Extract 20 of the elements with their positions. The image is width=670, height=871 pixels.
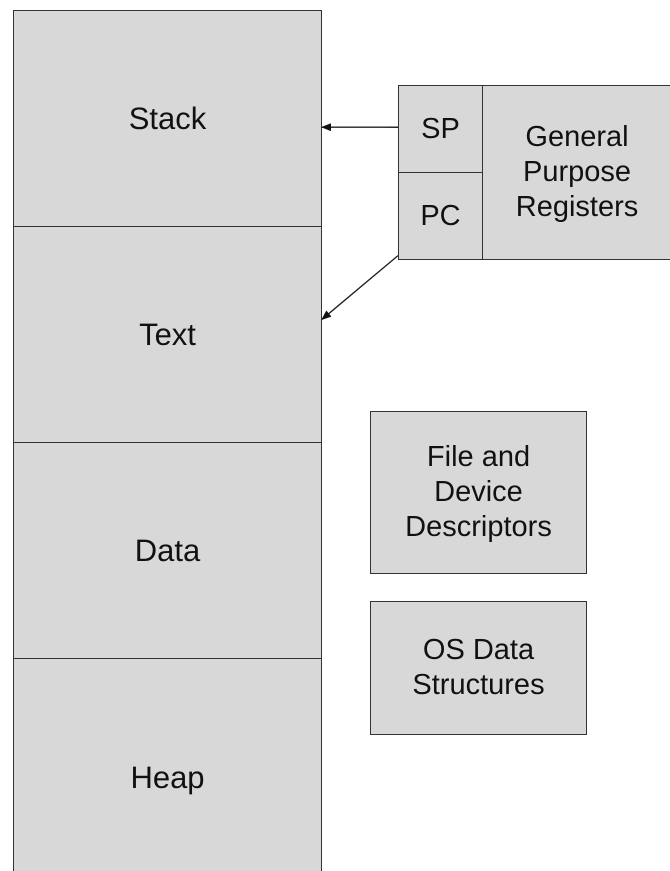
process-box [370, 601, 587, 735]
box-label: General Purpose Registers [514, 120, 640, 225]
memory-segment [13, 442, 322, 659]
arrow [321, 123, 398, 132]
register-box [482, 85, 670, 260]
box-label: Stack [128, 100, 206, 138]
memory-segment [13, 658, 322, 871]
arrow [321, 255, 398, 320]
memory-segment [13, 10, 322, 227]
memory-segment [13, 226, 322, 443]
register-box [398, 172, 483, 260]
box-label: Text [139, 316, 196, 354]
box-label: SP [421, 112, 460, 146]
box-label: PC [420, 198, 461, 234]
register-box [398, 85, 483, 173]
box-label: OS Data Structures [411, 633, 546, 703]
box-label: Heap [130, 759, 205, 797]
box-label: File and Device Descriptors [404, 440, 553, 545]
process-box [370, 411, 587, 574]
box-label: Data [134, 532, 200, 570]
